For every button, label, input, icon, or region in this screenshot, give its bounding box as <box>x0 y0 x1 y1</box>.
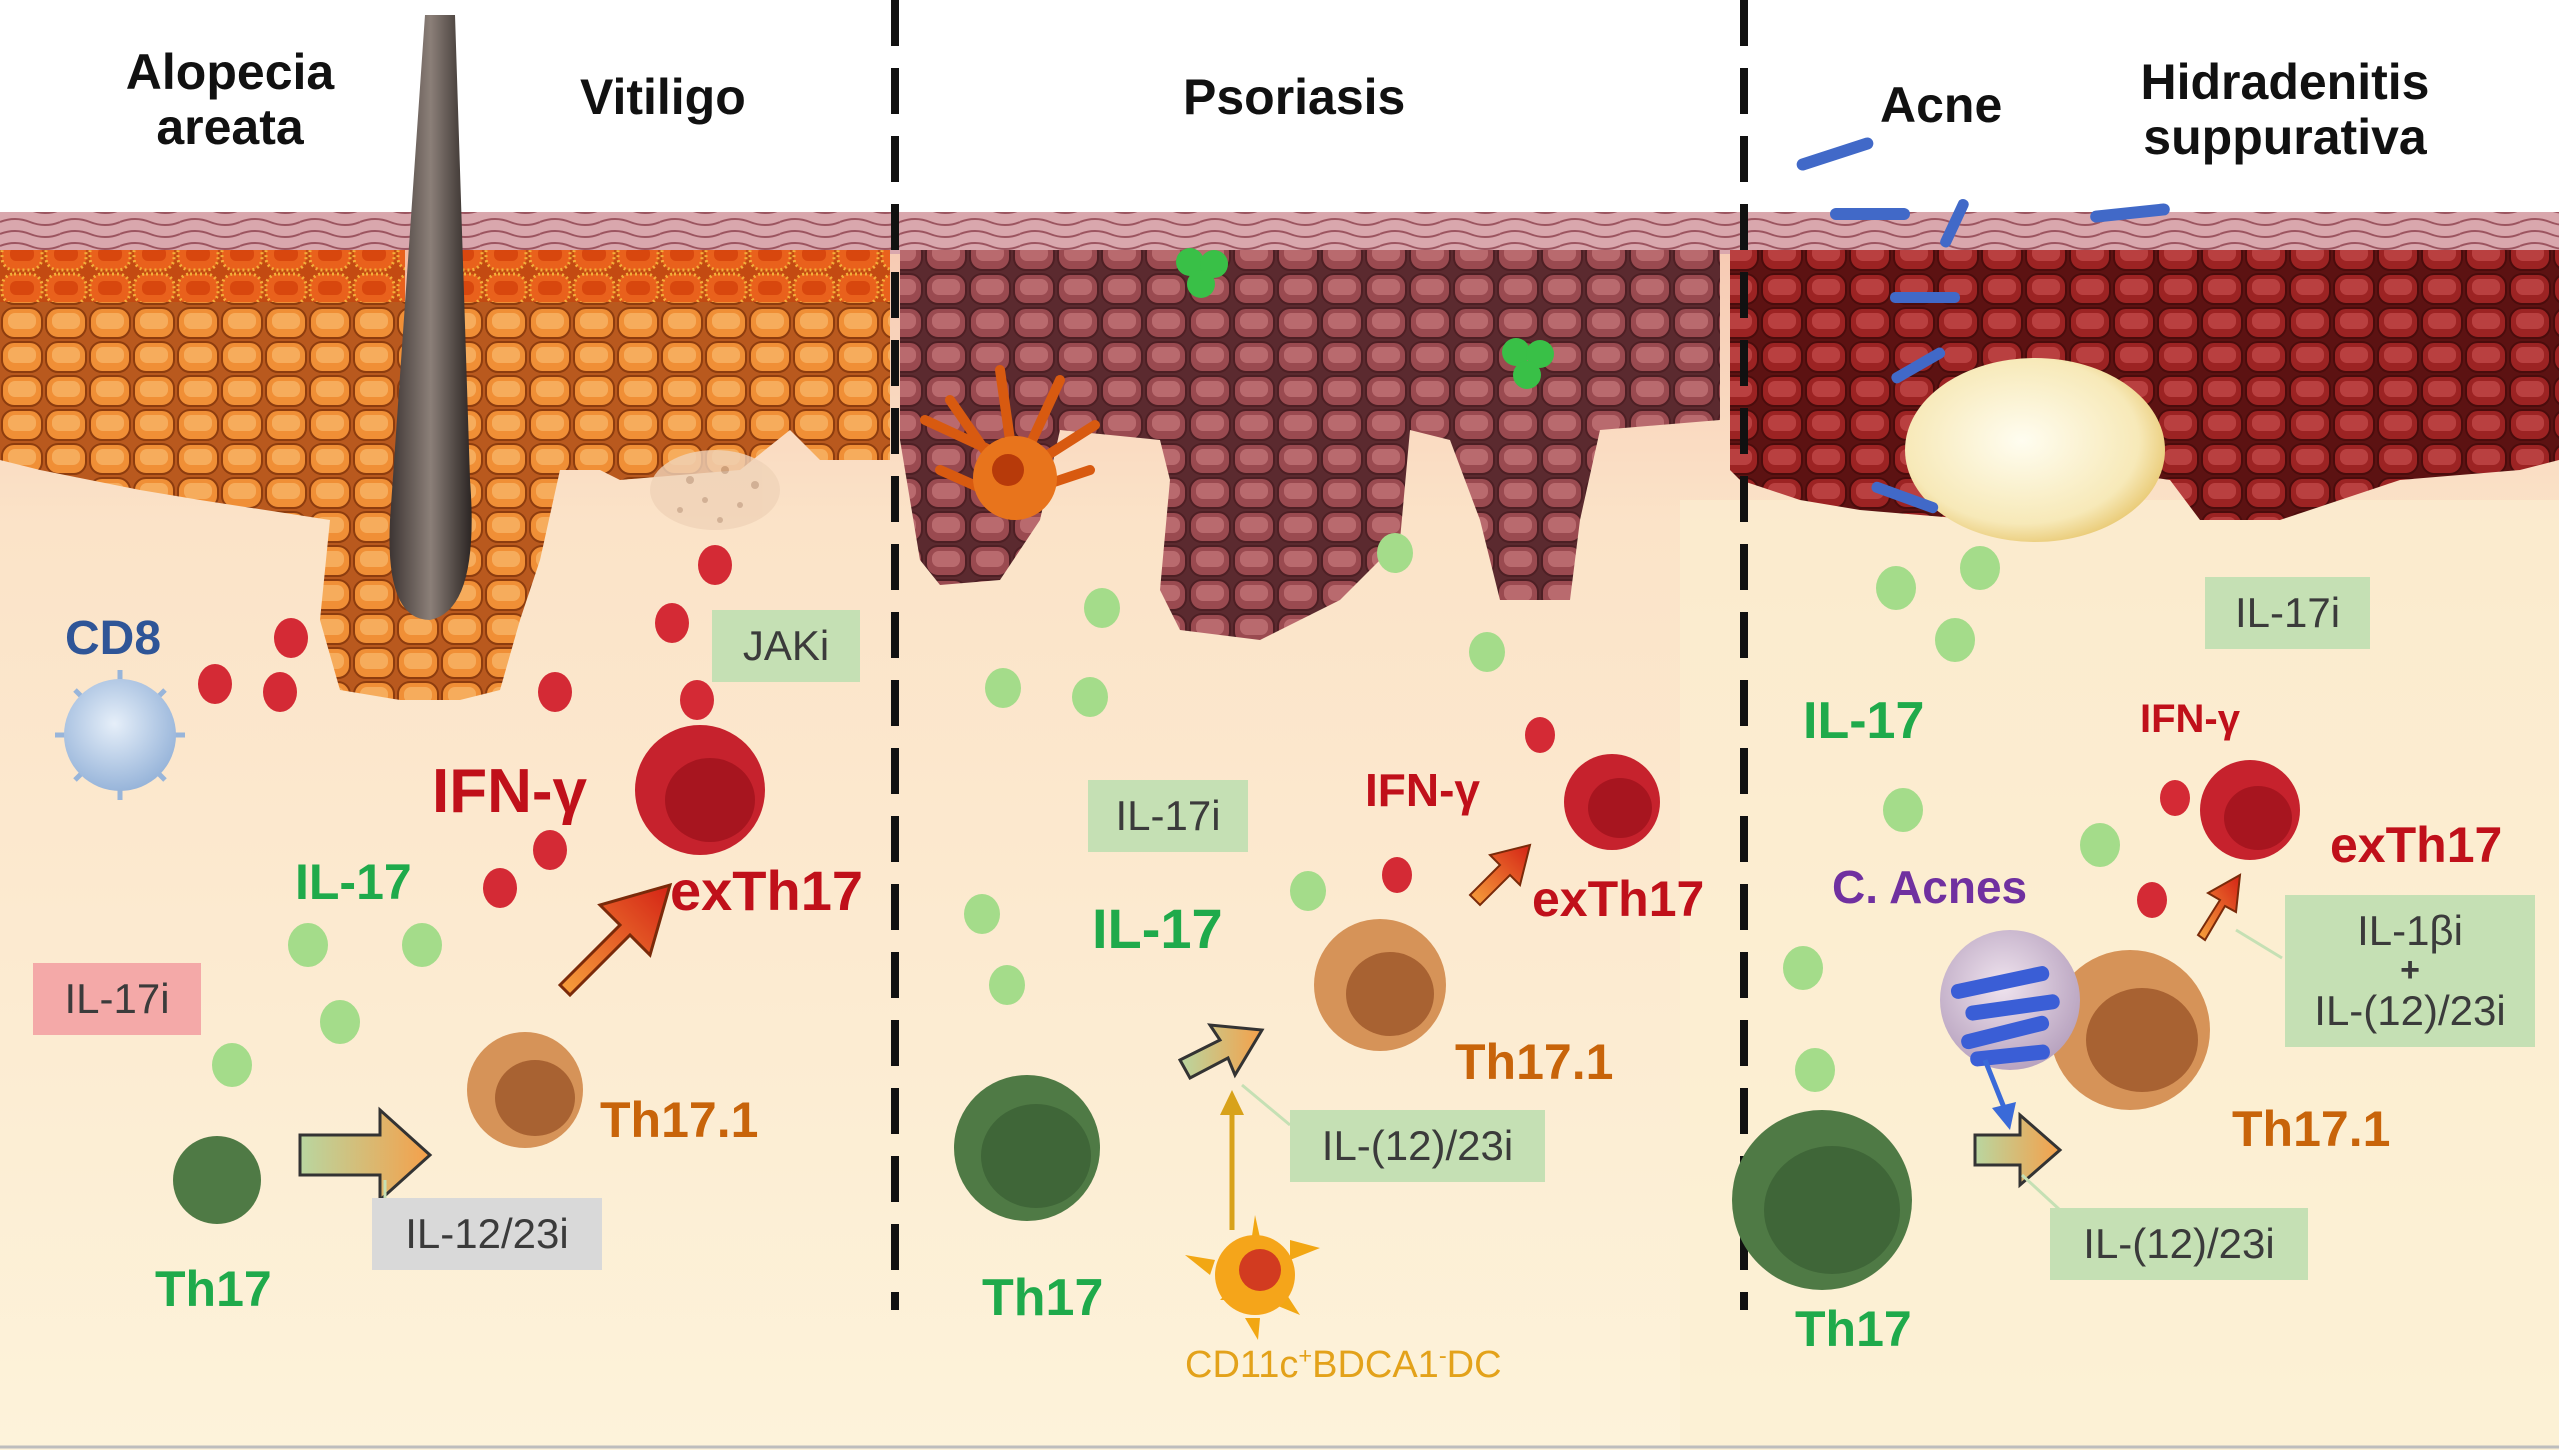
arrow-th171-to-exth17-p3 <box>2196 873 2242 942</box>
drug-il17i-p1: IL-17i <box>33 963 201 1035</box>
il17-droplets-panel2 <box>964 533 1505 1005</box>
il1223i-connector-p2 <box>1241 1083 1291 1127</box>
header-alopecia: Alopecia areata <box>125 44 335 155</box>
label-th17-p2: Th17 <box>982 1269 1104 1327</box>
drug-il1223i-combo: IL-(12)/23i <box>2314 986 2506 1034</box>
label-th17-p1: Th17 <box>155 1261 272 1317</box>
arrow-th17-to-th171-p3 <box>1973 1111 2063 1189</box>
arrow-th17-to-th171-p2 <box>1177 1023 1265 1081</box>
label-th171-p2: Th17.1 <box>1455 1034 1614 1090</box>
ifn-droplets-panel2 <box>1382 717 1555 893</box>
label-il17-p2: IL-17 <box>1092 897 1223 960</box>
il17-droplets-panel1 <box>212 923 442 1087</box>
label-il17-p1: IL-17 <box>295 854 412 910</box>
label-th17-p3: Th17 <box>1795 1301 1912 1357</box>
ifn-droplets-panel1 <box>198 545 732 908</box>
label-ifn-gamma-p3: IFN-γ <box>2140 697 2240 741</box>
connector-p3-b <box>2020 1173 2062 1212</box>
c-acnes-bacteria <box>1796 137 2170 514</box>
label-il17-p3: IL-17 <box>1803 692 1925 750</box>
hair-shaft <box>389 15 472 620</box>
header-vitiligo: Vitiligo <box>580 69 746 125</box>
header-psoriasis: Psoriasis <box>1183 69 1406 125</box>
drug-il1bi: IL-1βi <box>2357 907 2463 955</box>
arrow-th17-to-th171 <box>298 1106 433 1204</box>
header-acne: Acne <box>1880 77 2003 133</box>
stratum-corneum <box>0 212 2559 254</box>
ifn-droplets-panel3 <box>2137 780 2190 918</box>
drug-il1223i-p2: IL-(12)/23i <box>1290 1110 1545 1182</box>
label-exth17-p2: exTh17 <box>1532 871 1705 927</box>
cacnes-arrow <box>1982 1059 2008 1111</box>
drug-combo-p3: IL-1βi + IL-(12)/23i <box>2285 895 2535 1047</box>
drug-il1223i-p3: IL-(12)/23i <box>2050 1208 2308 1280</box>
drug-il1223i-p1: IL-12/23i <box>372 1198 602 1270</box>
label-exth17-p3: exTh17 <box>2330 817 2503 873</box>
label-ifn-gamma-p1: IFN-γ <box>432 757 587 826</box>
drug-plus: + <box>2400 951 2420 990</box>
arrow-th171-to-exth17-p2 <box>1468 843 1532 907</box>
il17-droplets-panel3 <box>1783 546 2120 1092</box>
melanocyte-debris <box>650 450 780 530</box>
arrow-th171-to-exth17 <box>557 882 673 998</box>
drug-il17i-p3: IL-17i <box>2205 577 2370 649</box>
label-cd8: CD8 <box>65 612 162 665</box>
dendritic-cell-epidermis <box>920 365 1100 520</box>
dendritic-cell-dermis <box>1185 1215 1320 1340</box>
connector-p3-a <box>2235 928 2283 960</box>
label-ifn-gamma-p2: IFN-γ <box>1365 764 1480 816</box>
c-acnes-cell <box>1940 930 2080 1070</box>
dc-arrowhead <box>1220 1090 1244 1115</box>
label-th171-p1: Th17.1 <box>600 1092 759 1148</box>
label-exth17-p1: exTh17 <box>670 859 863 922</box>
label-th171-p3: Th17.1 <box>2232 1101 2391 1157</box>
neutrophil-cluster-2 <box>1502 338 1554 389</box>
cd8-cell <box>55 670 185 800</box>
neutrophil-cluster-1 <box>1176 248 1228 298</box>
th17-cell-panel1 <box>173 1136 261 1224</box>
drug-il17i-p2: IL-17i <box>1088 780 1248 852</box>
drug-jaki: JAKi <box>712 610 860 682</box>
header-hidradenitis: Hidradenitis suppurativa <box>2140 54 2430 165</box>
label-cacnes: C. Acnes <box>1832 861 2028 913</box>
sebaceous-cyst <box>1905 358 2165 542</box>
label-dc: CD11c+BDCA1-DC <box>1185 1342 1502 1386</box>
